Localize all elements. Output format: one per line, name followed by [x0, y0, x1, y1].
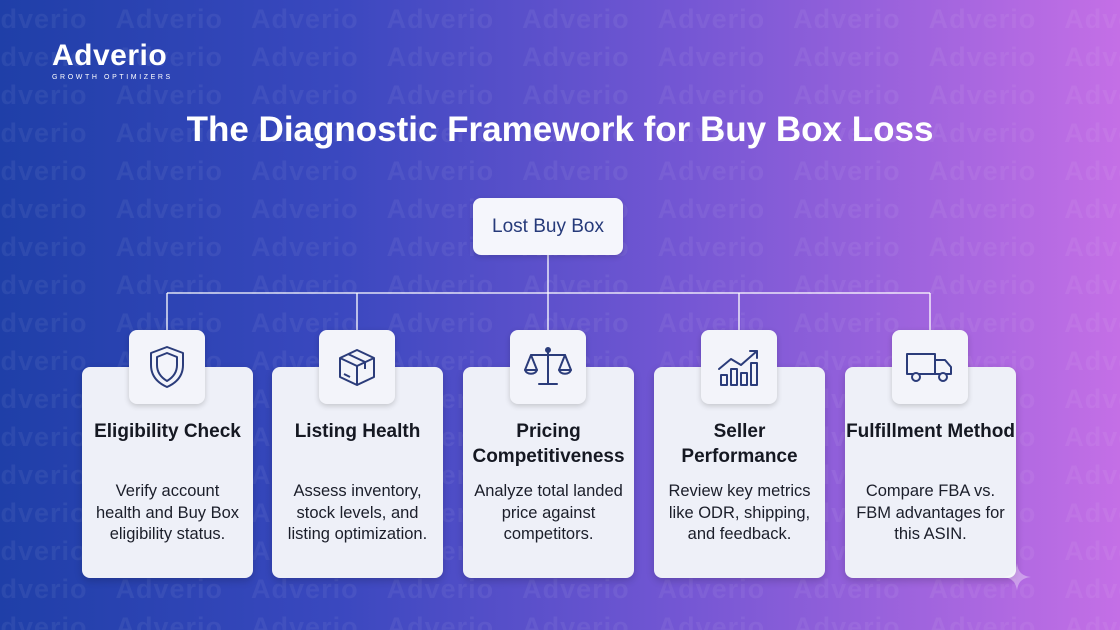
brand-logo: Adverio GROWTH OPTIMIZERS [52, 39, 173, 82]
balance-scale-icon [510, 330, 586, 404]
card-title: Pricing Competitiveness [472, 421, 625, 467]
card-title: Listing Health [294, 421, 421, 442]
package-box-icon [319, 330, 395, 404]
shield-icon [129, 330, 205, 404]
card-title: Eligibility Check [94, 421, 241, 442]
card-title: Fulfillment Method [846, 421, 1015, 442]
card-description: Compare FBA vs. FBM advantages for this … [856, 482, 1005, 543]
root-node-lost-buy-box: Lost Buy Box [473, 198, 623, 255]
card-description: Assess inventory, stock levels, and list… [287, 482, 428, 543]
card-description: Verify account health and Buy Box eligib… [95, 482, 240, 543]
card-description: Analyze total landed price against compe… [474, 482, 623, 543]
card-description: Review key metrics like ODR, shipping, a… [668, 482, 811, 543]
card-title: Seller Performance [681, 421, 798, 467]
page-title: The Diagnostic Framework for Buy Box Los… [186, 110, 934, 149]
sparkle-icon [1003, 563, 1031, 591]
growth-chart-icon [701, 330, 777, 404]
brand-tagline: GROWTH OPTIMIZERS [52, 74, 173, 81]
delivery-truck-icon [892, 330, 968, 404]
brand-name: Adverio [52, 39, 168, 72]
